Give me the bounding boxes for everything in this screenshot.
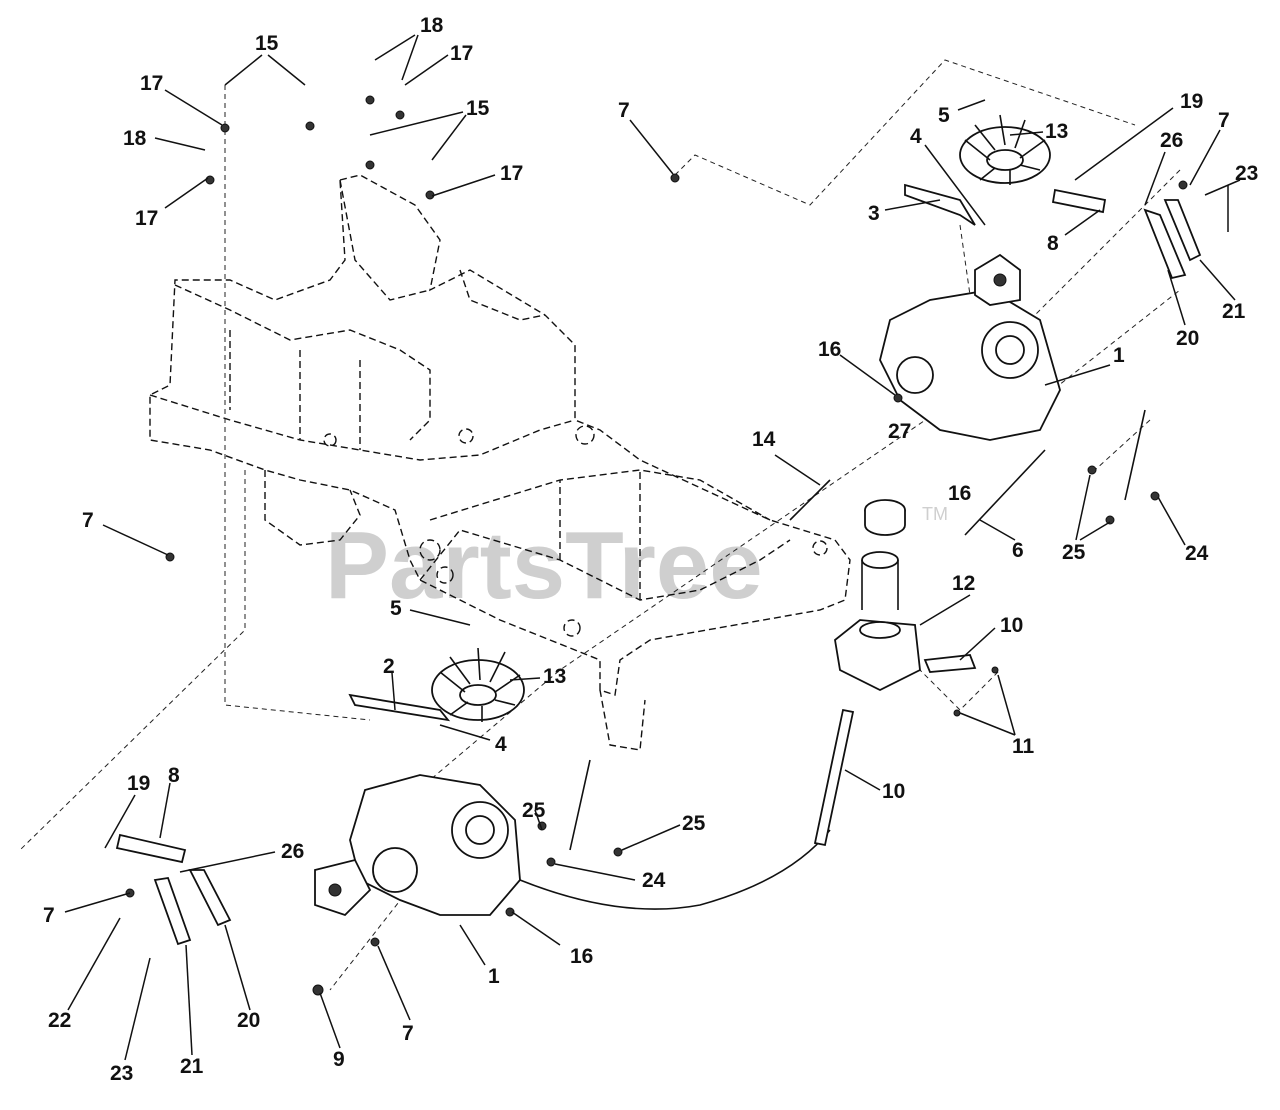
callout-23: 23 [1235,162,1258,185]
callout-8: 8 [168,764,180,787]
callout-4: 4 [910,125,922,148]
callout-7: 7 [1218,109,1230,132]
callout-22: 22 [48,1009,71,1032]
callout-1: 1 [1113,344,1125,367]
callout-14: 14 [752,428,776,451]
callout-13: 13 [543,665,566,688]
callout-16: 16 [948,482,971,505]
expansion-tank [834,551,921,692]
callout-26: 26 [281,840,304,863]
callout-19: 19 [127,772,150,795]
callout-21: 21 [180,1055,204,1078]
callout-2: 2 [383,655,395,678]
callout-labels: 15 18 17 17 18 17 15 17 7 19 5 13 4 7 26… [43,14,1258,1085]
hardware [125,95,1188,996]
callout-20: 20 [1176,327,1199,350]
callout-23: 23 [110,1062,133,1085]
callout-5: 5 [390,597,402,620]
callout-24: 24 [1185,542,1209,565]
callout-6: 6 [1012,539,1024,562]
callout-11: 11 [1012,735,1035,758]
callout-26: 26 [1160,129,1183,152]
watermark-trademark: TM [922,504,948,524]
callout-27: 27 [888,420,911,443]
callout-17: 17 [500,162,523,185]
leader-lines [64,34,1241,1061]
callout-7: 7 [82,509,94,532]
callout-19: 19 [1180,90,1203,113]
callout-8: 8 [1047,232,1059,255]
callout-17: 17 [135,207,158,230]
callout-1: 1 [488,965,500,988]
callout-16: 16 [818,338,841,361]
callout-9: 9 [333,1048,345,1071]
callout-13: 13 [1045,120,1068,143]
cooling-fan-left [431,647,525,722]
callout-25: 25 [522,799,546,822]
callout-17: 17 [450,42,473,65]
callout-3: 3 [868,202,880,225]
callout-18: 18 [420,14,444,37]
callout-24: 24 [642,869,666,892]
callout-25: 25 [1062,541,1086,564]
callout-7: 7 [43,904,55,927]
callout-5: 5 [938,104,950,127]
cooling-fan-right [959,114,1051,185]
callout-7: 7 [402,1022,414,1045]
callout-17: 17 [140,72,163,95]
callout-25: 25 [682,812,706,835]
hoses-rods [115,183,1202,946]
transaxle-left [314,774,521,917]
callout-20: 20 [237,1009,260,1032]
callout-16: 16 [570,945,593,968]
callout-10: 10 [882,780,905,803]
transaxle-right [879,253,1061,441]
callout-15: 15 [466,97,490,120]
callout-15: 15 [255,32,279,55]
callout-18: 18 [123,127,147,150]
frame-assembly [149,174,851,751]
callout-4: 4 [495,733,507,756]
watermark-text: PartsTree [325,512,763,619]
callout-7: 7 [618,99,630,122]
callout-10: 10 [1000,614,1023,637]
callout-12: 12 [952,572,975,595]
tank-cap [864,499,906,536]
callout-21: 21 [1222,300,1246,323]
